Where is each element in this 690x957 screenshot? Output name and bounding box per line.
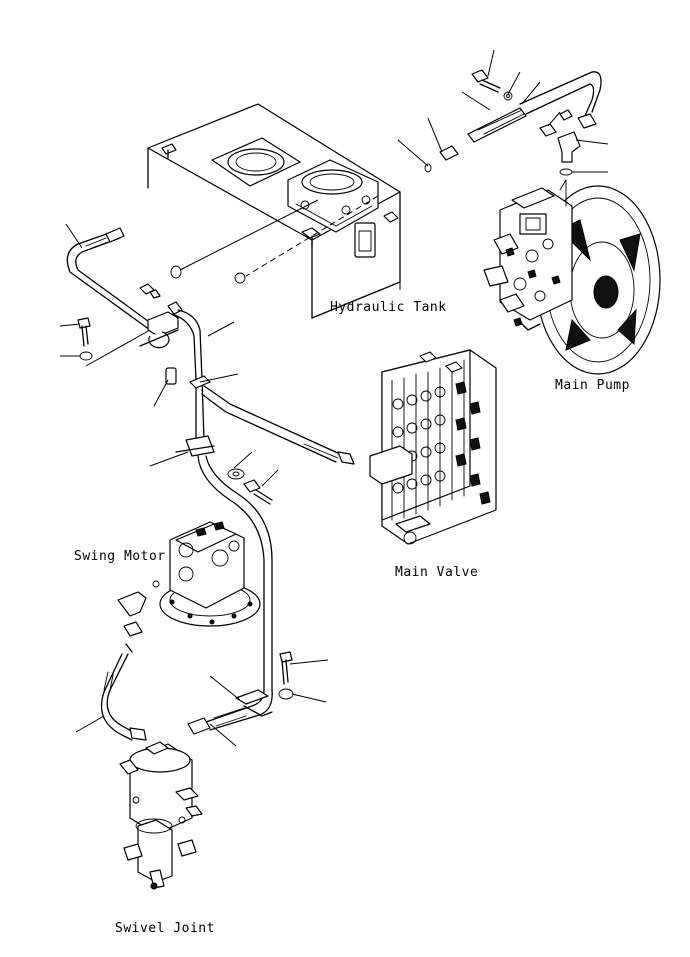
- pump-suction-hose: [397, 49, 609, 176]
- swing-motor: [117, 521, 261, 653]
- hydraulic-tank: [147, 103, 401, 319]
- swivel-joint-label: Swivel Joint: [115, 921, 215, 936]
- main-pump-label: Main Pump: [555, 378, 630, 393]
- main-valve: [369, 349, 497, 545]
- hydraulic-tank-label: Hydraulic Tank: [330, 300, 447, 315]
- swivel-joint: [119, 741, 203, 890]
- main-valve-label: Main Valve: [395, 565, 479, 580]
- hose-routing: [59, 223, 355, 747]
- main-pump: [483, 179, 661, 375]
- swing-motor-label: Swing Motor: [74, 549, 166, 564]
